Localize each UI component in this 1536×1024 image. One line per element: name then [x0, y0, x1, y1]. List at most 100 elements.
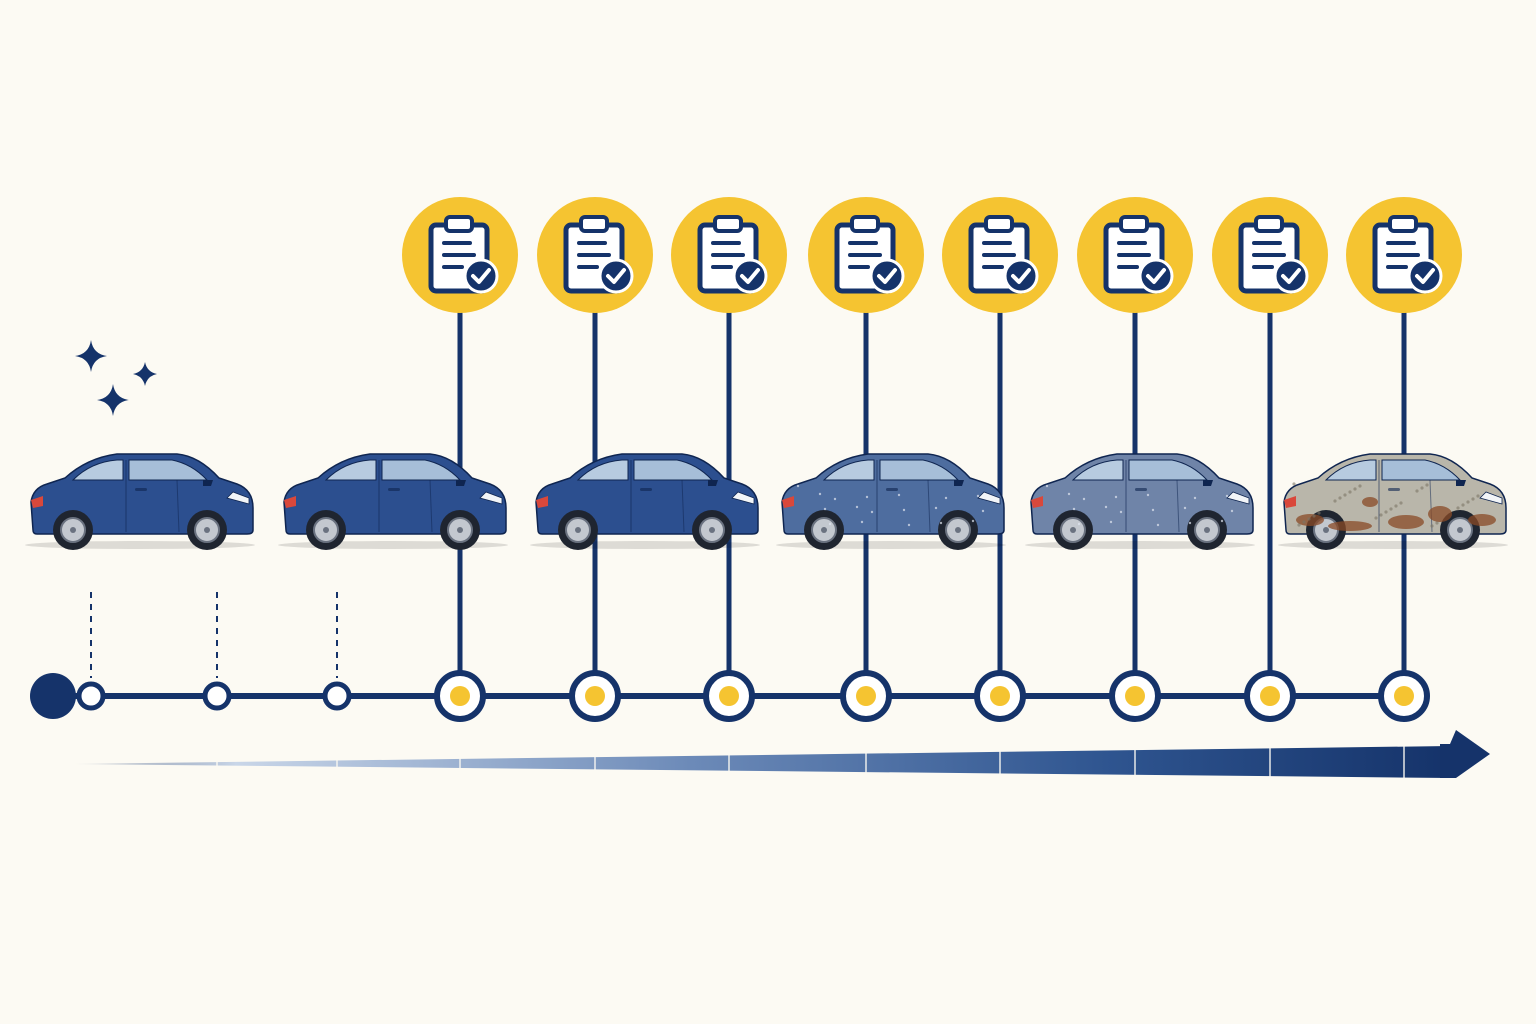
car-wear-speck [1114, 495, 1118, 499]
car-wear-speck [818, 492, 822, 496]
car-wheel-hub [821, 527, 827, 533]
car-tail-light [284, 496, 296, 508]
car-illustration [1025, 453, 1255, 550]
car-dirt-speck [1425, 483, 1429, 487]
sparkle-icon [75, 340, 107, 372]
clipboard-clip [579, 215, 609, 233]
car-dirt-speck [1461, 503, 1465, 507]
car-door-handle [388, 488, 400, 491]
car-dirt-speck [1466, 500, 1470, 504]
car-dirt-speck [1476, 494, 1480, 498]
car-wheel-hub [323, 527, 329, 533]
check-icon [1281, 268, 1301, 284]
clipboard-check-icon [942, 197, 1058, 313]
car-dirt-speck [1384, 510, 1388, 514]
car-wear-speck [907, 523, 911, 527]
car-rear-window [822, 459, 875, 481]
car-wheel-hub [955, 527, 961, 533]
car-dirt-speck [1297, 523, 1301, 527]
car-front-window [128, 459, 209, 481]
check-icon [1146, 268, 1166, 284]
car-mirror [203, 480, 213, 486]
milestone-node [322, 681, 352, 711]
car-wear-speck [796, 484, 800, 488]
car-wheel-hub [1323, 527, 1329, 533]
car-dirt-speck [1333, 499, 1337, 503]
car-wear-speck [1220, 519, 1224, 523]
car-wheel-hub [1204, 527, 1210, 533]
car-illustration [25, 453, 255, 550]
car-dirt-speck [1358, 484, 1362, 488]
car-head-light [1479, 491, 1503, 505]
arrow-right-icon [1450, 730, 1490, 778]
inspection-node-dot [1125, 686, 1145, 706]
car-dirt-speck [1435, 521, 1439, 525]
car-door-line [1429, 479, 1433, 533]
car-tail-light [536, 496, 548, 508]
check-icon [606, 268, 626, 284]
car-mirror [1203, 480, 1213, 486]
car-wear-speck [1156, 523, 1160, 527]
clipboard-clip [444, 215, 474, 233]
car-rear-window [324, 459, 377, 481]
car-wear-speck [1225, 494, 1229, 498]
car-head-light [1226, 491, 1250, 505]
car-dirt-speck [1317, 511, 1321, 515]
car-dirt-speck [1353, 487, 1357, 491]
car-wear-speck [828, 522, 832, 526]
car-wear-speck [944, 496, 948, 500]
check-circle [1273, 258, 1309, 294]
car-dirt-speck [1430, 524, 1434, 528]
car-wear-speck [1183, 506, 1187, 510]
car-illustration [530, 453, 760, 550]
car-rear-window [1071, 459, 1124, 481]
check-icon [1011, 268, 1031, 284]
car-mirror [1456, 480, 1466, 486]
car-wheel-hub [575, 527, 581, 533]
car-dirt-speck [1394, 504, 1398, 508]
car-door-line [1176, 479, 1180, 533]
car-head-light [731, 491, 755, 505]
car-dirt-speck [1307, 517, 1311, 521]
milestone-node [76, 681, 106, 711]
car-rust-patch [1388, 515, 1424, 529]
car-dirt-speck [1338, 496, 1342, 500]
car-door-handle [1135, 488, 1147, 491]
car-door-handle [135, 488, 147, 491]
car-wear-speck [1067, 492, 1071, 496]
car-wheel-hub [204, 527, 210, 533]
check-circle [463, 258, 499, 294]
inspection-node-dot [856, 686, 876, 706]
car-wheel-hub [457, 527, 463, 533]
car-door-line [429, 479, 433, 533]
clipboard-check-icon [1077, 197, 1193, 313]
car-wear-speck [976, 494, 980, 498]
clipboard-clip [850, 215, 880, 233]
car-rust-patch [1362, 497, 1378, 507]
car-front-window [633, 459, 714, 481]
clipboard-clip [1388, 215, 1418, 233]
car-rust-patch [1328, 521, 1372, 531]
car-tail-light [782, 496, 794, 508]
car-front-window [1381, 459, 1462, 481]
car-wear-speck [823, 507, 827, 511]
car-wear-speck [1188, 521, 1192, 525]
car-tail-light [1284, 496, 1296, 508]
check-icon [1415, 268, 1435, 284]
car-dirt-speck [1312, 514, 1316, 518]
car-dirt-speck [1456, 506, 1460, 510]
check-circle [732, 258, 768, 294]
car-mirror [708, 480, 718, 486]
car-illustration [278, 453, 508, 550]
clipboard-clip [713, 215, 743, 233]
car-dirt-speck [1374, 516, 1378, 520]
clipboard-check-icon [402, 197, 518, 313]
car-dirt-speck [1379, 513, 1383, 517]
inspection-node-dot [585, 686, 605, 706]
car-wear-speck [1072, 507, 1076, 511]
car-wear-speck [897, 493, 901, 497]
car-head-light [479, 491, 503, 505]
sparkle-icon [133, 362, 157, 386]
car-head-light [977, 491, 1001, 505]
check-circle [598, 258, 634, 294]
